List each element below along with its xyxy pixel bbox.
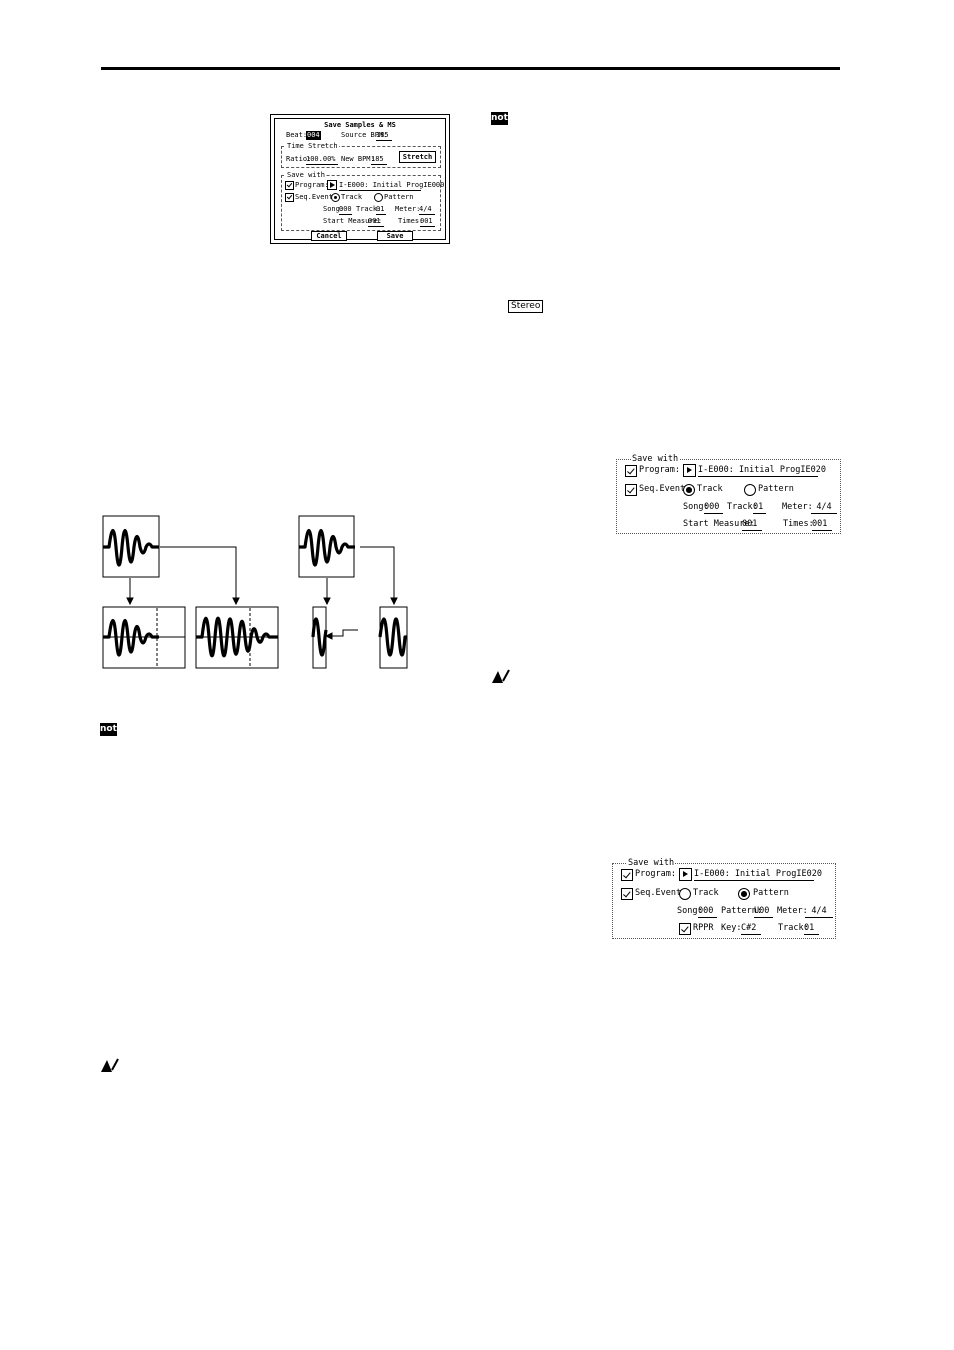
song-label: Song:	[677, 906, 703, 916]
rppr-checkbox-icon[interactable]	[679, 923, 691, 935]
program-select-arrow-icon[interactable]	[679, 868, 692, 881]
ratio-label: Ratio:	[286, 155, 312, 163]
meter-label: Meter:	[395, 205, 421, 213]
program-label: Program:	[635, 869, 676, 879]
key-value[interactable]: C#2	[741, 923, 761, 935]
key-label: Key:	[721, 923, 742, 933]
time-stretch-legend: Time Stretch	[286, 142, 339, 151]
stretch-button[interactable]: Stretch	[399, 151, 436, 163]
note-icon: note	[100, 723, 123, 736]
source-bpm-value[interactable]: 185	[376, 131, 392, 141]
pattern-radio-icon[interactable]	[374, 193, 383, 202]
note-icon: note	[491, 112, 514, 125]
source-bpm-label: Source BPM:	[341, 131, 388, 139]
meter-label: Meter:	[777, 906, 808, 916]
song-label: Song:	[323, 205, 345, 213]
save-with-legend: Save with	[631, 454, 680, 465]
song-value[interactable]: 000	[698, 906, 717, 918]
cancel-button[interactable]: Cancel	[311, 231, 347, 241]
ratio-value[interactable]: 100.00%	[306, 155, 338, 165]
times-value[interactable]: 001	[420, 217, 435, 227]
new-bpm-value[interactable]: 185	[371, 155, 387, 165]
pattern-label: Pattern:	[721, 906, 762, 916]
program-label: Program:	[295, 181, 329, 189]
seq-event-label: Seq.Event	[639, 484, 686, 494]
seq-event-label: Seq.Event	[295, 193, 333, 201]
song-label: Song:	[683, 502, 709, 512]
seq-event-checkbox-icon[interactable]	[621, 888, 633, 900]
beat-label: Beat:	[286, 131, 308, 139]
header-rule	[101, 67, 840, 70]
caution-icon	[101, 1058, 119, 1072]
program-select-arrow-icon[interactable]	[683, 464, 696, 477]
track-radio-icon[interactable]	[683, 484, 695, 496]
track-value[interactable]: 01	[753, 502, 766, 514]
track-value[interactable]: 01	[376, 205, 386, 215]
rppr-label: RPPR	[693, 923, 714, 933]
track-option-label: Track	[341, 193, 363, 201]
caution-icon	[492, 669, 510, 683]
program-checkbox-icon[interactable]	[621, 869, 633, 881]
start-measure-value[interactable]: 001	[368, 217, 384, 227]
meter-label: Meter:	[782, 502, 813, 512]
track-option-label: Track	[693, 888, 719, 898]
times-label: Times:	[398, 217, 424, 225]
seq-event-checkbox-icon[interactable]	[285, 193, 294, 202]
seq-event-label: Seq.Event	[635, 888, 682, 898]
song-value[interactable]: 000	[704, 502, 723, 514]
program-checkbox-icon[interactable]	[625, 465, 637, 477]
meter-value[interactable]: 4/4	[805, 906, 833, 918]
track-radio-icon[interactable]	[331, 193, 340, 202]
pattern-option-label: Pattern	[758, 484, 794, 494]
start-measure-value[interactable]: 001	[742, 519, 762, 531]
save-with-pattern-panel: Save with Program: I-E000: Initial ProgI…	[612, 858, 836, 939]
track-option-label: Track	[697, 484, 723, 494]
track-value[interactable]: 01	[804, 923, 819, 935]
program-value[interactable]: I-E000: Initial ProgIE020	[694, 869, 822, 881]
meter-value[interactable]: 4/4	[419, 205, 435, 215]
pattern-radio-icon[interactable]	[738, 888, 750, 900]
save-button[interactable]: Save	[377, 231, 413, 241]
save-with-legend: Save with	[286, 171, 326, 180]
start-measure-label: Start Measure:	[323, 217, 383, 225]
song-value[interactable]: 000	[339, 205, 352, 215]
times-value[interactable]: 001	[812, 519, 832, 531]
track-label: Track:	[727, 502, 758, 512]
program-value[interactable]: I-E000: Initial ProgIE020	[698, 465, 826, 477]
pattern-value[interactable]: U00	[754, 906, 773, 918]
program-label: Program:	[639, 465, 680, 475]
meter-value[interactable]: 4/4	[811, 502, 837, 514]
pattern-option-label: Pattern	[384, 193, 414, 201]
seq-event-checkbox-icon[interactable]	[625, 484, 637, 496]
dialog-title: Save Samples & MS	[324, 121, 396, 129]
program-checkbox-icon[interactable]	[285, 181, 294, 190]
save-with-group: Save with Program: I-E000: Initial ProgI…	[281, 171, 445, 231]
time-stretch-group: Time Stretch Ratio: 100.00% New BPM: 185…	[281, 142, 441, 168]
save-with-legend: Save with	[627, 858, 676, 869]
save-with-track-panel: Save with Program: I-E000: Initial ProgI…	[616, 454, 841, 534]
waveform-diagram	[101, 515, 408, 669]
stereo-badge: Stereo	[508, 300, 544, 313]
new-bpm-label: New BPM:	[341, 155, 375, 163]
track-label: Track:	[778, 923, 809, 933]
pattern-radio-icon[interactable]	[744, 484, 756, 496]
program-select-arrow-icon[interactable]	[327, 180, 337, 190]
save-samples-dialog: Save Samples & MS Beat: 004 Source BPM: …	[270, 114, 450, 244]
program-value[interactable]: I-E000: Initial ProgIE000	[339, 181, 445, 191]
track-radio-icon[interactable]	[679, 888, 691, 900]
beat-value[interactable]: 004	[306, 131, 321, 140]
times-label: Times:	[783, 519, 814, 529]
track-label: Track:	[356, 205, 382, 213]
start-measure-label: Start Measure:	[683, 519, 755, 529]
pattern-option-label: Pattern	[753, 888, 789, 898]
